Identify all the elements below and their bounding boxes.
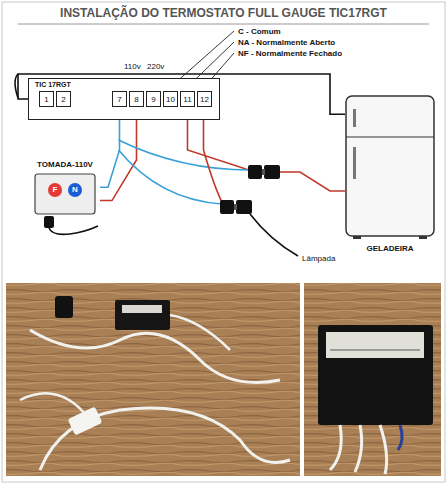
thermostat-node: TIC 17RGT12789101112: [28, 78, 220, 120]
wire: [100, 107, 137, 201]
terminal-node: 11: [180, 91, 195, 107]
terminal-note: NF - Normalmente Fechado: [238, 48, 342, 60]
terminal-node: 8: [129, 91, 144, 107]
fridge-outline: [345, 95, 435, 255]
pin-number: 9: [151, 95, 155, 104]
fridge-node: GELADEIRA: [345, 95, 435, 255]
voltage-label: Lâmpada: [302, 253, 335, 265]
terminal-node: 12: [197, 91, 212, 107]
outlet-node: TOMADA-110V: [30, 160, 100, 238]
pin-number: 7: [117, 95, 121, 104]
pin-number: 10: [166, 95, 175, 104]
photo-kit: [6, 283, 300, 476]
voltage-label: 220v: [147, 61, 164, 73]
pin-number: 1: [44, 95, 48, 104]
pin-number: 8: [134, 95, 138, 104]
terminal-note: C - Comum: [238, 26, 281, 38]
terminal-note: NA - Normalmente Aberto: [238, 37, 335, 49]
node-label: TIC 17RGT: [35, 81, 213, 88]
node-label: TOMADA-110V: [37, 160, 93, 169]
diagram-title: INSTALAÇÃO DO TERMOSTATO FULL GAUGE TIC1…: [0, 6, 447, 20]
voltage-label: 110v: [124, 61, 141, 73]
terminal-node: 10: [163, 91, 178, 107]
title-rule: [18, 24, 429, 25]
node-label: GELADEIRA: [364, 244, 415, 255]
wire-connector: [220, 165, 280, 214]
pin-number: 12: [200, 95, 209, 104]
terminal-node: 2: [56, 91, 71, 107]
terminal-node: 7: [112, 91, 127, 107]
pin-number: 2: [61, 95, 65, 104]
pole-letter: N: [69, 184, 81, 196]
pole-letter: F: [49, 184, 61, 196]
wires: [15, 74, 298, 256]
terminal-node: 9: [146, 91, 161, 107]
pin-number: 11: [183, 95, 191, 104]
outlet-symbol: [30, 160, 100, 238]
terminal-node: 1: [39, 91, 54, 107]
photo-thermostat: [304, 283, 441, 476]
